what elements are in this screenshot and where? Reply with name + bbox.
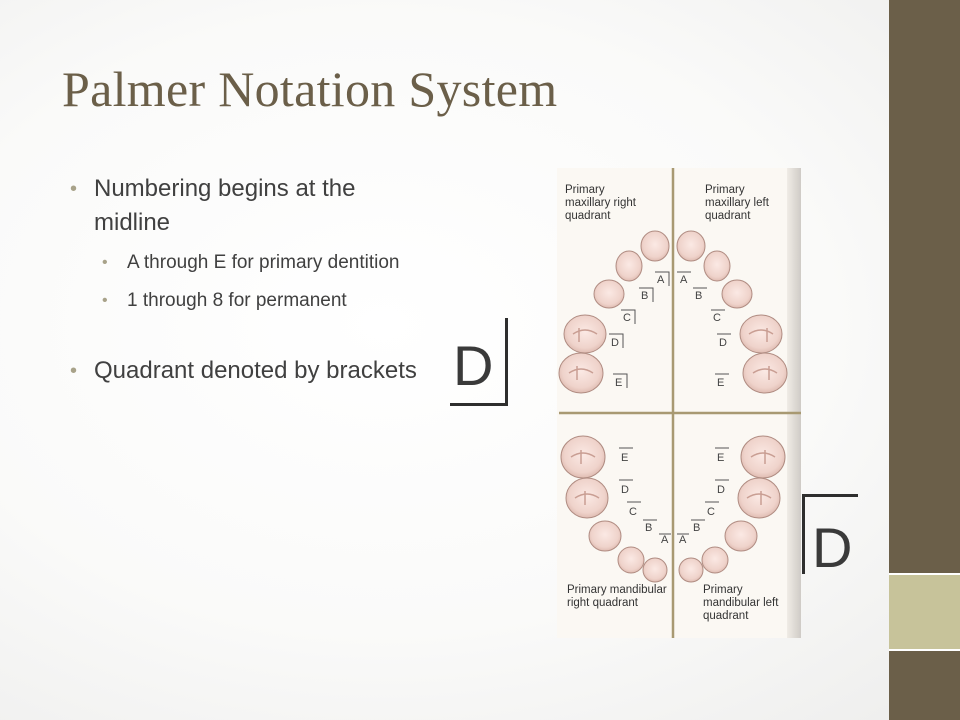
tooth-label: B: [641, 290, 649, 302]
tooth-label: C: [707, 506, 715, 518]
tooth-label: C: [713, 312, 721, 324]
tooth-label: B: [695, 290, 703, 302]
primary-dentition-diagram: Primary maxillary right quadrant Primary…: [557, 168, 801, 638]
tooth-label: A: [657, 274, 665, 286]
tooth-label: C: [623, 312, 631, 324]
palmer-bracket-vertical: [505, 318, 508, 406]
tooth-label: A: [679, 534, 687, 546]
tooth-label: E: [621, 452, 629, 464]
palmer-bracket-horizontal: [450, 403, 508, 406]
tooth-label: E: [615, 377, 623, 389]
tooth-label: E: [717, 452, 725, 464]
diagram-shadow: [787, 168, 801, 638]
quadrant-label-maxillary-right: Primary maxillary right quadrant: [565, 184, 636, 222]
tooth-label: A: [680, 274, 688, 286]
side-bar-divider: [889, 649, 960, 651]
decorative-side-bar: [889, 0, 960, 720]
tooth-label: D: [717, 484, 725, 496]
bullet-dot-icon: •: [102, 292, 108, 309]
side-bar-accent-block: [889, 575, 960, 649]
bullet-text: Quadrant denoted by brackets: [94, 357, 417, 384]
sub-bullet-item: • 1 through 8 for permanent: [70, 286, 430, 316]
quadrant-label-mandibular-left: Primary mandibular left quadrant: [703, 584, 779, 622]
tooth-label: D: [621, 484, 629, 496]
bullet-dot-icon: •: [102, 254, 108, 271]
bullet-item: • Numbering begins at the midline: [70, 172, 430, 240]
slide-title: Palmer Notation System: [62, 61, 558, 117]
tooth-label: B: [645, 522, 653, 534]
side-bar-divider: [889, 573, 960, 575]
bullet-text: Numbering begins at the midline: [94, 175, 356, 236]
palmer-symbol-lower: D: [812, 516, 853, 579]
tooth-label: E: [717, 377, 725, 389]
tooth-label: C: [629, 506, 637, 518]
tooth-label: B: [693, 522, 701, 534]
tooth-label: A: [661, 534, 669, 546]
bullet-dot-icon: •: [70, 178, 78, 200]
tooth-label: D: [611, 337, 619, 349]
sub-bullet-text: A through E for primary dentition: [127, 252, 400, 273]
palmer-bracket-horizontal: [802, 494, 858, 497]
tooth-diagram-svg: [558, 168, 801, 638]
sub-bullet-item: • A through E for primary dentition: [70, 248, 430, 278]
tooth-label: D: [719, 337, 727, 349]
bullet-item: • Quadrant denoted by brackets: [70, 354, 430, 388]
quadrant-label-mandibular-right: Primary mandibular right quadrant: [567, 584, 667, 609]
palmer-bracket-vertical: [802, 494, 805, 574]
bullet-list: • Numbering begins at the midline • A th…: [70, 172, 430, 388]
palmer-symbol-upper: D: [453, 334, 494, 397]
sub-bullet-text: 1 through 8 for permanent: [127, 290, 347, 311]
quadrant-label-maxillary-left: Primary maxillary left quadrant: [705, 184, 769, 222]
bullet-dot-icon: •: [70, 360, 78, 382]
